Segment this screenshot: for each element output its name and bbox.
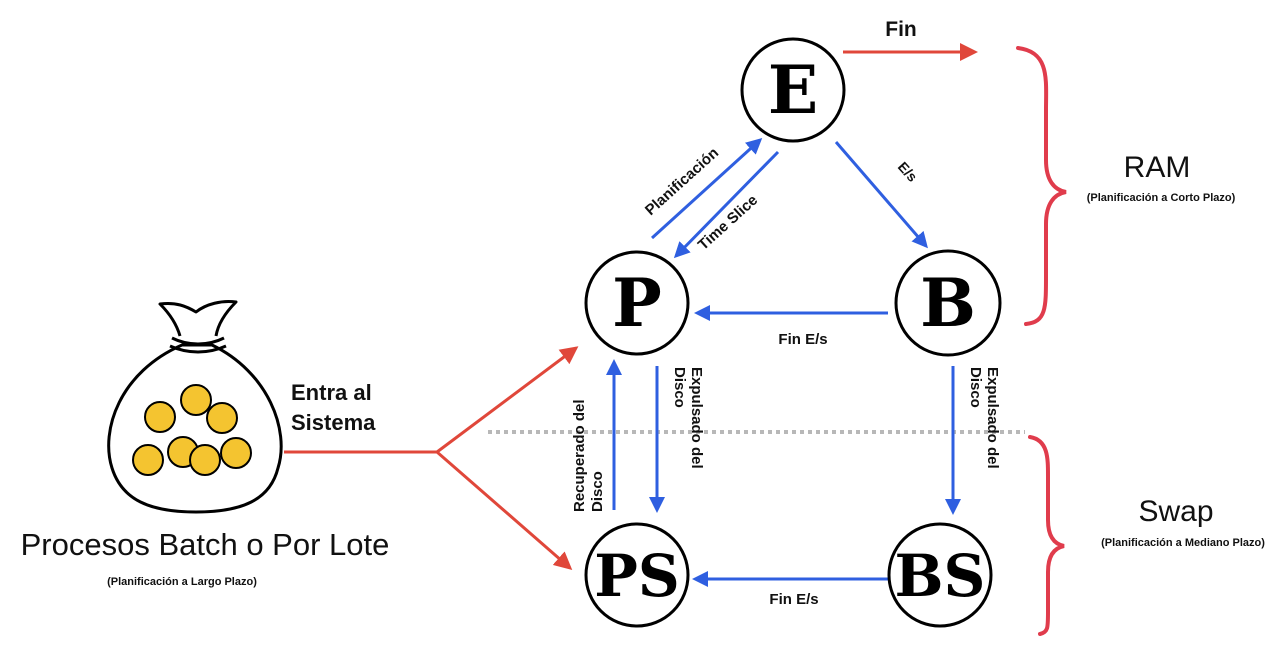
arrow-entry-to-ps — [436, 450, 573, 570]
svg-text:Expulsado del: Expulsado del — [688, 367, 705, 469]
node-ps: PS — [584, 522, 690, 628]
svg-text:BS: BS — [895, 542, 986, 610]
arrow-e-to-b — [834, 141, 928, 249]
label-entra-al: Entra al — [291, 380, 372, 405]
label-fin: Fin — [885, 18, 917, 41]
svg-text:B: B — [920, 264, 976, 342]
batch-subtitle: (Planificación a Largo Plazo) — [107, 576, 257, 588]
node-b: B — [894, 249, 1002, 357]
ram-brace — [1016, 46, 1067, 326]
label-expulsado-left: Expulsado del Disco — [671, 367, 705, 469]
swap-brace — [1028, 435, 1065, 636]
node-bs: BS — [887, 522, 993, 628]
label-planificacion: Planificación — [642, 144, 722, 219]
label-fin-es-top: Fin E/s — [778, 331, 827, 348]
swap-subtitle: (Planificación a Mediano Plazo) — [1101, 537, 1265, 549]
node-e: E — [740, 37, 846, 143]
label-es: E/s — [895, 158, 921, 184]
node-p: P — [584, 250, 690, 356]
swap-title: Swap — [1138, 495, 1213, 528]
label-sistema: Sistema — [291, 410, 376, 435]
svg-text:P: P — [612, 264, 662, 342]
svg-text:E: E — [768, 51, 818, 129]
arrow-entry-to-p — [436, 346, 579, 454]
svg-text:Disco: Disco — [671, 367, 688, 408]
ram-title: RAM — [1124, 151, 1191, 184]
svg-text:PS: PS — [594, 542, 680, 610]
label-fin-es-bottom: Fin E/s — [769, 591, 818, 608]
arrow-p-to-e — [650, 137, 763, 240]
svg-text:Expulsado del: Expulsado del — [984, 367, 1001, 469]
batch-title: Procesos Batch o Por Lote — [21, 527, 390, 562]
arrow-e-to-p — [673, 150, 780, 259]
label-recuperado: Recuperado del Disco — [571, 399, 606, 512]
svg-text:Recuperado del: Recuperado del — [571, 399, 588, 512]
batch-bag-icon — [107, 300, 283, 514]
ram-subtitle: (Planificación a Corto Plazo) — [1087, 192, 1236, 204]
svg-text:Disco: Disco — [589, 471, 606, 512]
svg-text:Disco: Disco — [967, 367, 984, 408]
label-expulsado-right: Expulsado del Disco — [967, 367, 1001, 469]
